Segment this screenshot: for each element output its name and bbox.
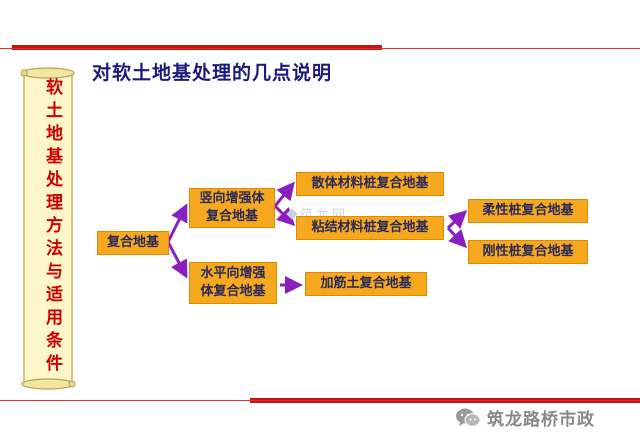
page-title: 对软土地基处理的几点说明 — [92, 62, 333, 84]
node-vertical: 竖向增强体 复合地基 — [189, 188, 275, 228]
node-reinforced-soil: 加筋土复合地基 — [305, 272, 427, 296]
wechat-icon — [456, 408, 481, 427]
arrow-composite-to-vertical — [166, 203, 188, 243]
node-composite: 复合地基 — [97, 231, 169, 255]
header-accent-bar — [12, 45, 382, 50]
node-granular-pile: 散体材料桩复合地基 — [296, 172, 444, 196]
node-horizontal: 水平向增强 体复合地基 — [189, 262, 277, 304]
arrow-bonded-to-flexible — [446, 209, 468, 230]
arrow-vertical-to-bonded — [273, 204, 296, 227]
footer-brand: 筑龙路桥市政 — [455, 405, 595, 430]
arrow-composite-to-horizontal — [166, 241, 188, 279]
side-banner-text: 软土地基处理方法与适用条件 — [42, 78, 62, 377]
arrow-bonded-to-rigid — [446, 226, 468, 249]
scroll-banner — [20, 67, 76, 390]
node-flexible-pile: 柔性桩复合地基 — [468, 199, 588, 223]
header-rule — [0, 48, 640, 49]
footer-label: 筑龙路桥市政 — [487, 410, 595, 430]
footer-rule — [0, 400, 640, 401]
node-bonded-pile: 粘结材料桩复合地基 — [296, 216, 444, 240]
arrow-vertical-to-granular — [273, 181, 295, 207]
node-rigid-pile: 刚性桩复合地基 — [468, 240, 588, 264]
